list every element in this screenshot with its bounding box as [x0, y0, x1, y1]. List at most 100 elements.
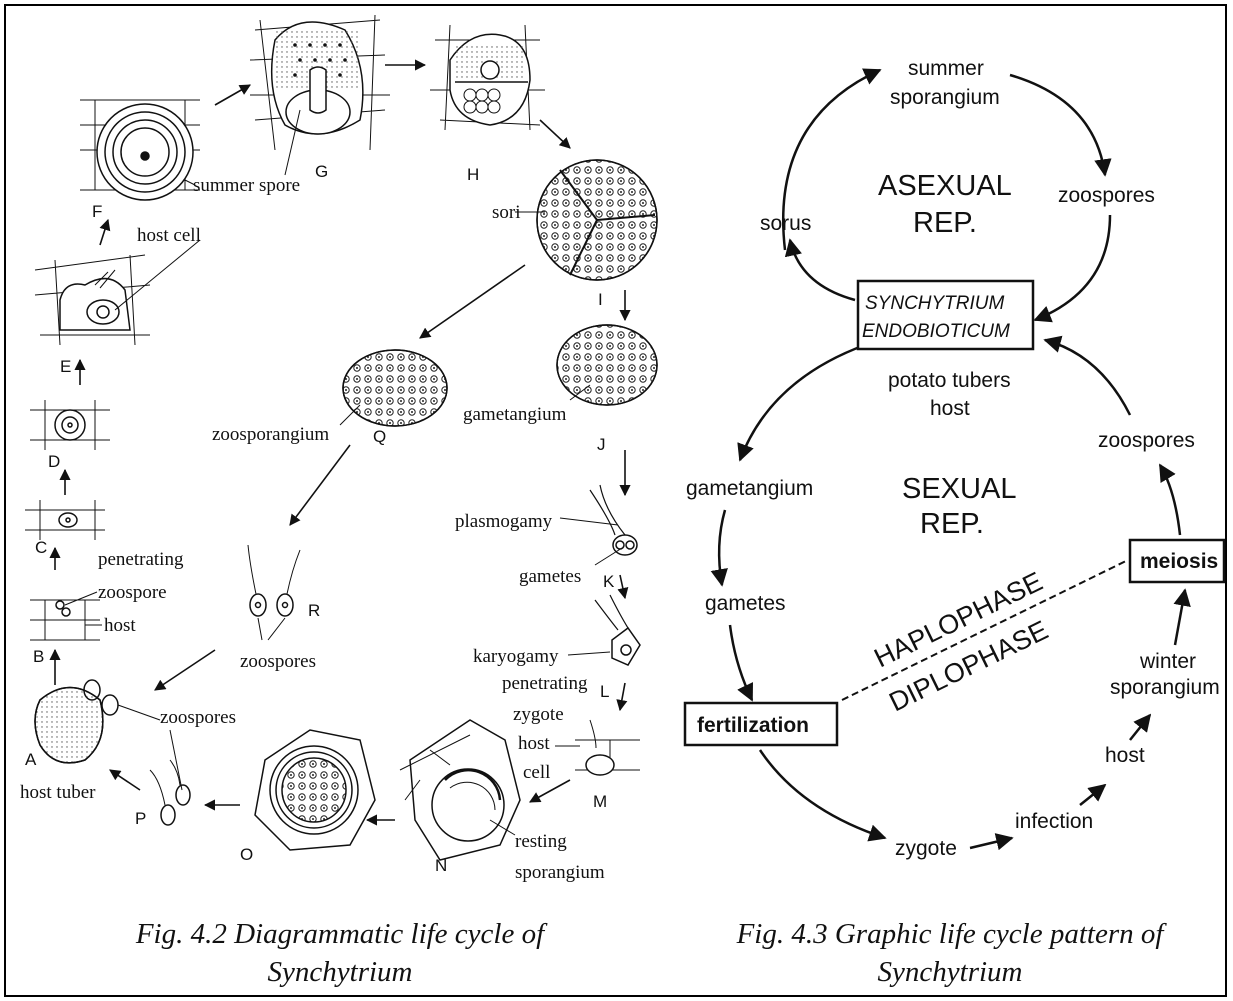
stage-a-drawing	[35, 680, 118, 763]
fig42-caption: Fig. 4.2 Diagrammatic life cycle of Sync…	[60, 915, 620, 991]
stage-d-drawing	[30, 400, 110, 450]
label-winter: winter	[1139, 650, 1196, 673]
arc-zoospores-to-center-2	[1045, 340, 1130, 415]
stage-k-drawing	[590, 485, 637, 555]
fig43-caption-line1: Fig. 4.3 Graphic life cycle pattern of	[690, 915, 1210, 953]
label-gametes: gametes	[519, 566, 581, 587]
label-sori: sori	[492, 202, 521, 223]
label-zygote: zygote	[895, 837, 957, 860]
stage-c-drawing	[25, 500, 105, 540]
label-host-b: host	[104, 615, 136, 636]
stage-r-drawing	[248, 545, 300, 616]
phase-divider-line	[842, 560, 1128, 700]
stage-letter-k: K	[603, 572, 615, 591]
stage-letter-c: C	[35, 538, 47, 557]
stage-letter-o: O	[240, 845, 253, 864]
stage-f-drawing	[80, 100, 200, 200]
label-zygote: zygote	[513, 704, 564, 725]
fig42-caption-line1: Fig. 4.2 Diagrammatic life cycle of	[60, 915, 620, 953]
label-host-tuber: host tuber	[20, 782, 96, 803]
stage-b-drawing	[30, 600, 100, 640]
stage-g-drawing	[250, 15, 390, 150]
label-sexual-rep: REP.	[920, 508, 984, 540]
label-summer: summer	[908, 57, 984, 80]
label-synchytrium: SYNCHYTRIUM	[865, 293, 1005, 314]
label-sorus: sorus	[760, 212, 811, 235]
label-zoosporangium: zoosporangium	[212, 424, 329, 445]
arc-gametangium-to-gametes	[719, 510, 725, 585]
label-meiosis: meiosis	[1140, 550, 1218, 573]
stage-letter-g: G	[315, 162, 328, 181]
label-host-m: host	[518, 733, 550, 754]
label-gametangium: gametangium	[686, 477, 813, 500]
arc-host-to-winter	[1130, 715, 1150, 740]
label-fertilization: fertilization	[697, 714, 809, 737]
label-resting: resting	[515, 831, 567, 852]
label-summer-spore: summer spore	[193, 175, 300, 196]
arc-fertilization-to-zygote	[760, 750, 885, 838]
stage-letter-f: F	[92, 202, 102, 221]
label-summer-sporangium: sporangium	[890, 86, 1000, 109]
label-sexual: SEXUAL	[902, 473, 1016, 505]
stage-i-drawing	[537, 160, 657, 280]
stage-letter-l: L	[600, 682, 609, 701]
label-zoospores-top: zoospores	[1058, 184, 1155, 207]
stage-letter-h: H	[467, 165, 479, 184]
arc-center-to-sorus	[790, 240, 855, 300]
label-cell-m: cell	[523, 762, 550, 783]
stage-letter-j: J	[597, 435, 606, 454]
stage-j-drawing	[557, 325, 657, 405]
stage-m-drawing	[575, 720, 640, 775]
stage-l-drawing	[595, 595, 640, 665]
label-penetrating-l: penetrating	[502, 673, 588, 694]
stage-letter-i: I	[598, 290, 603, 309]
arc-zoospores-to-center	[1035, 215, 1110, 320]
stage-letter-n: N	[435, 856, 447, 875]
stage-letter-m: M	[593, 792, 607, 811]
stage-e-drawing	[35, 255, 150, 345]
label-asexual-rep: REP.	[913, 207, 977, 239]
label-sporangium: sporangium	[515, 862, 605, 883]
stage-letter-q: Q	[373, 427, 386, 446]
fig42-diagram	[25, 15, 657, 860]
stage-p-drawing	[150, 760, 190, 825]
stage-letter-e: E	[60, 357, 71, 376]
stage-o-drawing	[255, 730, 375, 850]
stage-letter-b: B	[33, 647, 44, 666]
label-gametes: gametes	[705, 592, 786, 615]
stage-letter-p: P	[135, 809, 146, 828]
label-zoospores-p: zoospores	[160, 707, 236, 728]
label-winter-sporangium: sporangium	[1110, 676, 1220, 699]
stage-n-drawing	[400, 720, 520, 860]
label-plasmogamy: plasmogamy	[455, 511, 553, 532]
stage-letter-a: A	[25, 750, 37, 769]
label-asexual: ASEXUAL	[878, 170, 1012, 202]
label-infection: infection	[1015, 810, 1093, 833]
label-potato-tubers: potato tubers	[888, 369, 1011, 392]
arc-winter-to-meiosis	[1175, 590, 1185, 645]
arc-center-to-gametangium	[740, 345, 865, 460]
arc-gametes-to-fertilization	[730, 625, 752, 700]
label-karyogamy: karyogamy	[473, 646, 559, 667]
stage-letter-r: R	[308, 601, 320, 620]
label-zoospores-r: zoospores	[240, 651, 316, 672]
label-penetrating-b: penetrating	[98, 549, 184, 570]
fig43-caption-line2: Synchytrium	[690, 953, 1210, 991]
label-host-center: host	[930, 397, 970, 420]
label-gametangium: gametangium	[463, 404, 567, 425]
stage-q-drawing	[343, 350, 447, 426]
arc-summer-to-zoospores	[1010, 75, 1105, 175]
fig42-caption-line2: Synchytrium	[60, 953, 620, 991]
label-zoospores-right: zoospores	[1098, 429, 1195, 452]
label-host-right: host	[1105, 744, 1145, 767]
arc-meiosis-to-zoospores	[1160, 465, 1180, 535]
stage-h-drawing	[430, 25, 545, 130]
stage-letter-d: D	[48, 452, 60, 471]
fig43-caption: Fig. 4.3 Graphic life cycle pattern of S…	[690, 915, 1210, 991]
label-host-cell: host cell	[137, 225, 201, 246]
label-endobioticum: ENDOBIOTICUM	[862, 321, 1010, 342]
arc-infection-to-host	[1080, 785, 1105, 805]
label-zoospore-b: zoospore	[98, 582, 167, 603]
